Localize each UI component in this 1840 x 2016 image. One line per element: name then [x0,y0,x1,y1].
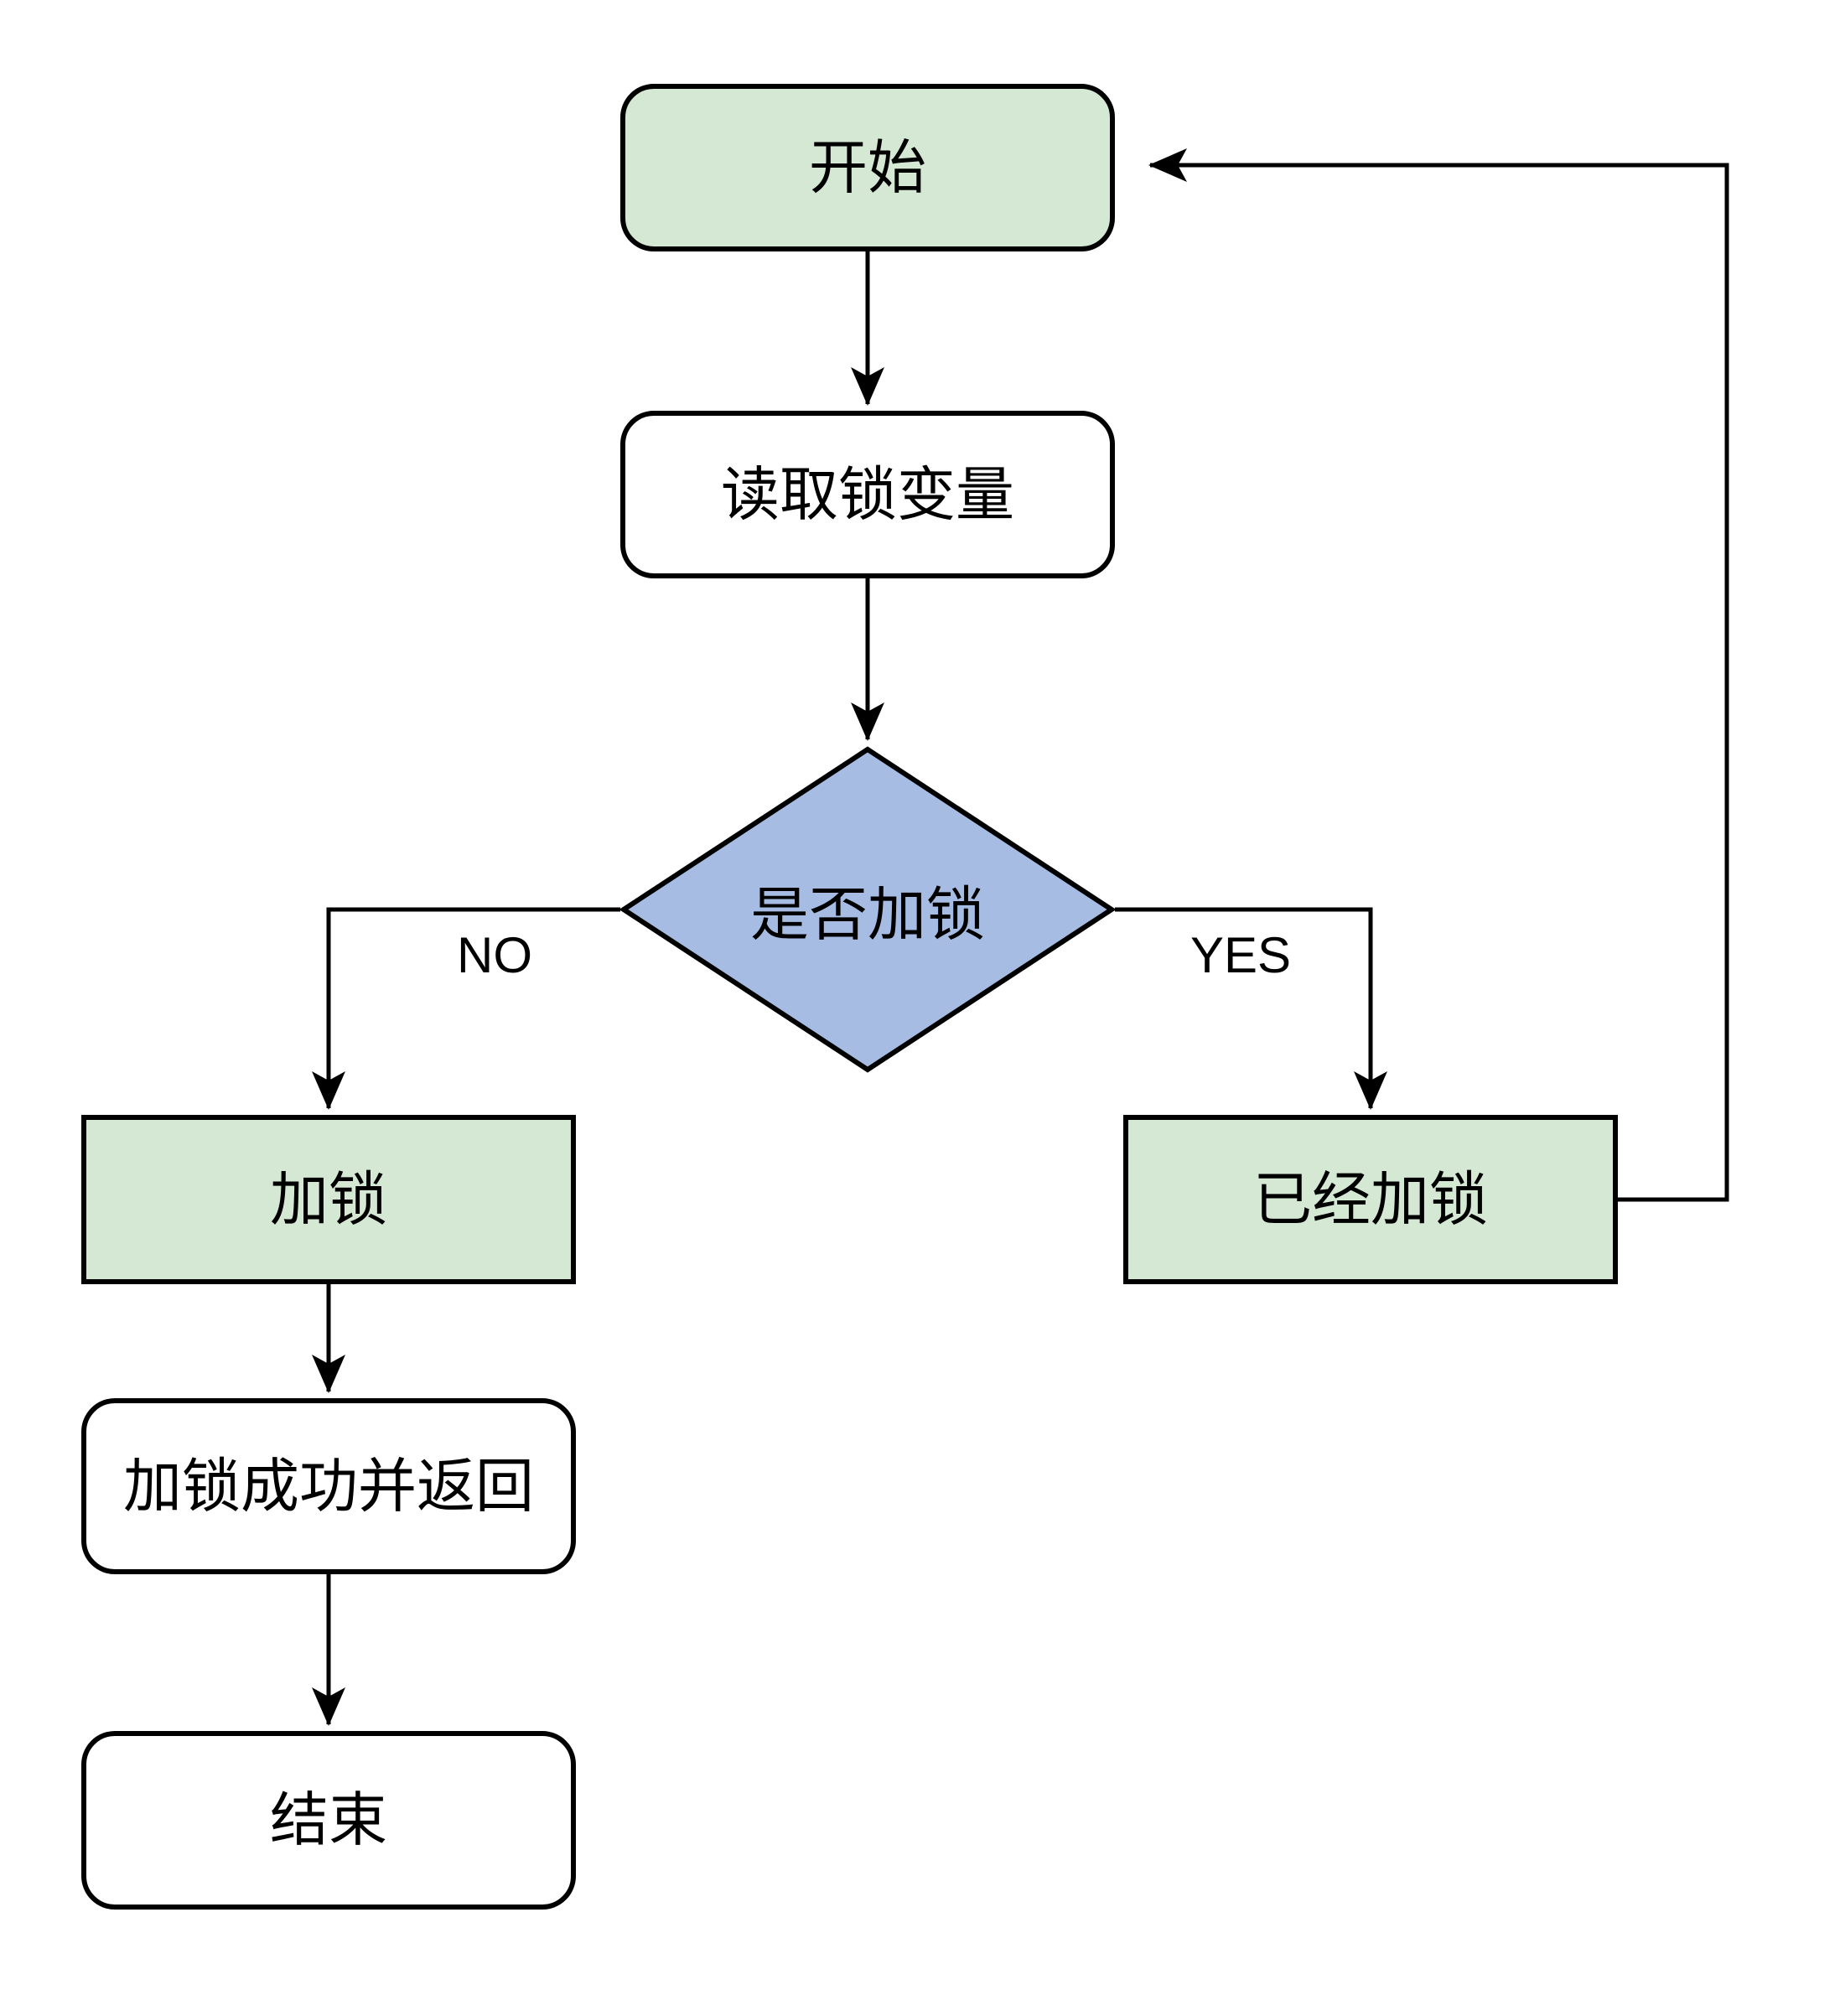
start-node-label: 开始 [809,134,926,200]
edge-label-yes: YES [1190,927,1292,983]
edge-already-locked-loop-to-start [1148,148,1729,1202]
lock-success-node: 加锁成功并返回 [81,1398,576,1574]
read-lock-node: 读取锁变量 [620,411,1115,578]
decision-diamond-polygon [620,746,1115,1073]
decision-diamond-shape [620,746,1115,1073]
lock-success-node-label: 加锁成功并返回 [123,1453,534,1519]
decision-node: 是否加锁 [620,746,1115,1073]
lock-node: 加锁 [81,1115,576,1284]
read-lock-node-label: 读取锁变量 [721,461,1014,527]
lock-node-label: 加锁 [270,1166,387,1232]
end-node-label: 结束 [270,1787,387,1853]
edge-label-no: NO [457,927,532,983]
already-locked-node-label: 已经加锁 [1253,1166,1488,1232]
end-node: 结束 [81,1731,576,1910]
start-node: 开始 [620,84,1115,251]
already-locked-node: 已经加锁 [1123,1115,1618,1284]
edge-decision-yes-to-already-locked [1115,907,1387,1110]
edge-decision-no-to-lock [312,907,620,1110]
decision-node-label: 是否加锁 [750,881,985,947]
